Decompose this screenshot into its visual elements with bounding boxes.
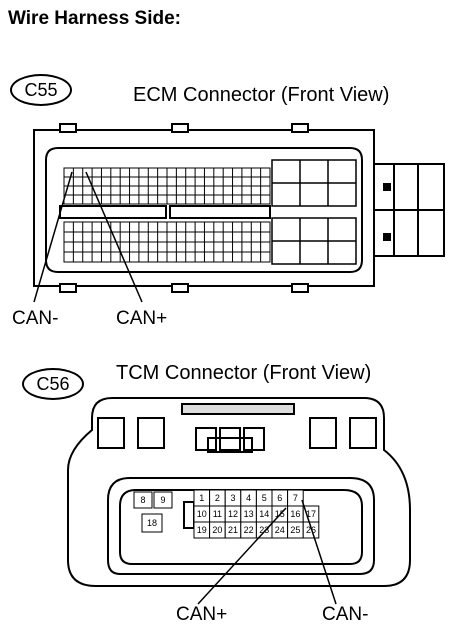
tcm-pin-number: 10 bbox=[197, 509, 207, 519]
tcm-pin-number: 3 bbox=[230, 493, 235, 503]
tcm-pin-number: 12 bbox=[228, 509, 238, 519]
tcm-pin-number: 20 bbox=[212, 525, 222, 535]
tcm-pin-number: 7 bbox=[293, 493, 298, 503]
tcm-connector-code: C56 bbox=[22, 368, 84, 400]
tcm-pin-number: 14 bbox=[259, 509, 269, 519]
tcm-pin-number: 9 bbox=[160, 495, 165, 505]
tcm-pin bbox=[141, 513, 163, 533]
tcm-pin bbox=[133, 491, 153, 509]
tcm-can-plus-leader bbox=[197, 507, 287, 605]
ecm-can-plus-label: CAN+ bbox=[116, 308, 168, 329]
ecm-connector-title: ECM Connector (Front View) bbox=[133, 84, 390, 106]
tcm-pin-number: 1 bbox=[199, 493, 204, 503]
tcm-pin-number: 24 bbox=[275, 525, 285, 535]
tcm-pin-grid: 8918123456710111213141516171920212223242… bbox=[133, 489, 320, 539]
ecm-connector-code: C55 bbox=[10, 74, 72, 106]
tcm-pin bbox=[302, 521, 320, 539]
tcm-pin-number: 8 bbox=[140, 495, 145, 505]
tcm-pin-number: 18 bbox=[147, 518, 157, 528]
tcm-pin bbox=[153, 491, 173, 509]
tcm-pin-number: 13 bbox=[244, 509, 254, 519]
tcm-pin-number: 21 bbox=[228, 525, 238, 535]
tcm-pin-number: 2 bbox=[215, 493, 220, 503]
tcm-pin-number: 4 bbox=[246, 493, 251, 503]
tcm-pin-number: 23 bbox=[259, 525, 269, 535]
page-heading: Wire Harness Side: bbox=[8, 8, 182, 29]
ecm-can-plus-leader bbox=[85, 171, 143, 303]
tcm-pin-number: 17 bbox=[306, 509, 316, 519]
tcm-pin-number: 22 bbox=[244, 525, 254, 535]
tcm-connector-title: TCM Connector (Front View) bbox=[116, 362, 372, 384]
tcm-can-plus-label: CAN+ bbox=[176, 604, 228, 625]
ecm-can-minus-label: CAN- bbox=[12, 308, 59, 329]
tcm-pin-number: 19 bbox=[197, 525, 207, 535]
ecm-right-pin-block bbox=[271, 159, 357, 265]
tcm-pin-number: 11 bbox=[213, 509, 222, 519]
ecm-can-minus-leader bbox=[33, 171, 73, 303]
tcm-can-minus-label: CAN- bbox=[322, 604, 369, 625]
tcm-pin-number: 26 bbox=[306, 525, 316, 535]
ecm-connector-drawing bbox=[33, 123, 445, 293]
tcm-can-minus-leader bbox=[301, 499, 337, 605]
tcm-pin-number: 25 bbox=[290, 525, 300, 535]
tcm-pin-number: 16 bbox=[290, 509, 300, 519]
tcm-pin-number: 5 bbox=[262, 493, 267, 503]
tcm-pin-number: 6 bbox=[277, 493, 282, 503]
